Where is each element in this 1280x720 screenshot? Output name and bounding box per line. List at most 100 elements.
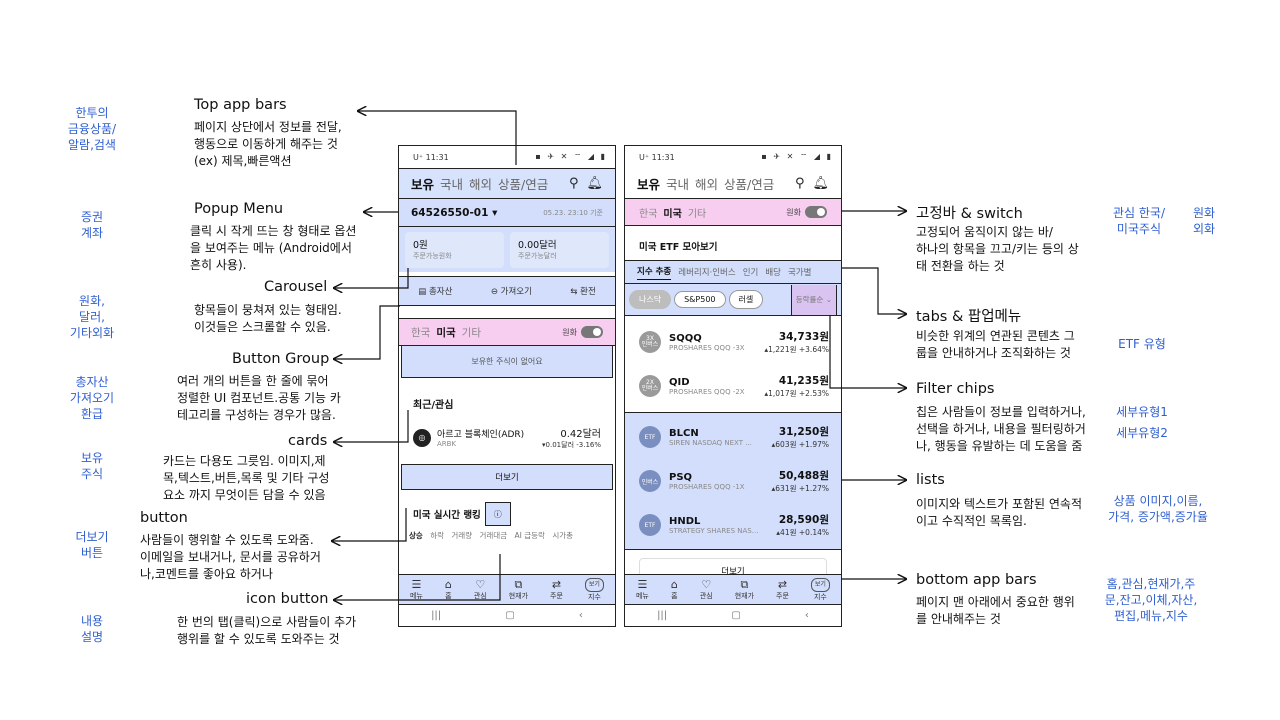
rank-tab[interactable]: 시가총 bbox=[552, 531, 574, 540]
note-currency: 원화, 달러, 기타외화 bbox=[69, 294, 115, 340]
recent-stock-item[interactable]: ◎ 아르고 블록체인(ADR) ARBK 0.42달러 ▾0.01달러 -3.1… bbox=[413, 425, 601, 450]
more-button[interactable]: 더보기 bbox=[401, 464, 613, 490]
chart-icon: ⧉ bbox=[740, 577, 749, 591]
search-icon[interactable]: ⚲ bbox=[568, 176, 579, 191]
bell-icon[interactable]: 🔔︎ bbox=[812, 175, 829, 191]
chip-nasdaq[interactable]: 나스닥 bbox=[629, 290, 672, 309]
holdings-empty-card: 보유한 주식이 없어요 bbox=[401, 346, 613, 378]
currency-fixed-bar: 한국 미국 기타 원화 bbox=[625, 198, 841, 226]
etf-tabs: 지수 추종 레버리지·인버스 인기 배당 국가별 bbox=[625, 260, 841, 284]
etf-tab-index[interactable]: 지수 추종 bbox=[637, 265, 672, 280]
home-system-icon[interactable]: ▢ bbox=[505, 610, 515, 621]
recents-icon[interactable]: ||| bbox=[431, 610, 442, 621]
recents-icon[interactable]: ||| bbox=[657, 610, 668, 621]
ann-tabs-desc: 비슷한 위계의 연관된 콘텐츠 그 룹을 안내하거나 조직화하는 것 bbox=[916, 329, 1075, 360]
balance-carousel[interactable]: 0원 주문가능원화 0.00달러 주문가능달러 bbox=[399, 226, 615, 272]
tab-holdings[interactable]: 보유 bbox=[411, 177, 435, 192]
note-content-desc: 내용 설명 bbox=[80, 614, 104, 644]
etf-tab-dividend[interactable]: 배당 bbox=[765, 268, 781, 278]
currency-switch[interactable] bbox=[581, 326, 603, 338]
nav-current-price[interactable]: ⧉현재가 bbox=[508, 577, 529, 600]
status-bar: U⁺ 11:31 ▪ ✈ ✕ ⌔ ◢ ▮ bbox=[413, 152, 607, 162]
nav-order[interactable]: ⇄주문 bbox=[550, 577, 563, 600]
info-icon[interactable]: ⓘ bbox=[484, 502, 511, 526]
tab-products[interactable]: 상품/연금 bbox=[498, 177, 549, 192]
ann-lists-desc: 이미지와 텍스트가 포함된 연속적 이고 수직적인 목록임. bbox=[916, 497, 1083, 528]
etf-tab-country[interactable]: 국가별 bbox=[787, 268, 812, 278]
tab-usa[interactable]: 미국 bbox=[436, 326, 456, 339]
home-system-icon[interactable]: ▢ bbox=[731, 610, 741, 621]
rank-tab[interactable]: 거래대금 bbox=[479, 531, 508, 540]
nav-home[interactable]: ⌂홈 bbox=[670, 577, 678, 600]
back-icon[interactable]: ‹ bbox=[804, 610, 809, 621]
tab-products[interactable]: 상품/연금 bbox=[724, 176, 775, 192]
ann-fixed-bar-title: 고정바 & switch bbox=[916, 206, 1023, 222]
chip-sp500[interactable]: S&P500 bbox=[674, 291, 726, 308]
rank-tab[interactable]: 하락 bbox=[430, 531, 445, 540]
search-icon[interactable]: ⚲ bbox=[794, 175, 805, 191]
etf-section-title: 미국 ETF 모아보기 bbox=[639, 242, 718, 253]
ann-carousel-title: Carousel bbox=[264, 279, 328, 295]
nav-favorites[interactable]: ♡관심 bbox=[699, 577, 713, 600]
nav-home[interactable]: ⌂홈 bbox=[444, 577, 452, 600]
tab-overseas[interactable]: 해외 bbox=[469, 177, 493, 192]
ann-filter-chips-desc: 칩은 사람들이 정보를 입력하거나, 선택을 하거나, 내용을 필터링하거 나,… bbox=[916, 405, 1086, 453]
ann-fixed-bar-desc: 고정되어 움직이지 않는 바/ 하나의 항목을 끄고/키는 등의 상 태 전환을… bbox=[916, 225, 1079, 273]
etf-tab-popular[interactable]: 인기 bbox=[742, 268, 759, 278]
balance-card-usd: 0.00달러 주문가능달러 bbox=[510, 231, 609, 268]
nav-order[interactable]: ⇄주문 bbox=[776, 577, 789, 600]
tab-domestic[interactable]: 국내 bbox=[666, 176, 690, 192]
currency-switch[interactable] bbox=[805, 206, 827, 218]
nav-current-price[interactable]: ⧉현재가 bbox=[734, 577, 755, 600]
tab-other[interactable]: 기타 bbox=[687, 208, 707, 220]
rank-tab[interactable]: 거래량 bbox=[451, 531, 473, 540]
ann-bottom-bar-title: bottom app bars bbox=[916, 572, 1037, 588]
heart-icon: ♡ bbox=[475, 577, 486, 591]
top-app-bar: 보유 국내 해외 상품/연금 ⚲ 🔔︎ bbox=[399, 168, 615, 198]
swap-icon: ⇄ bbox=[777, 577, 788, 591]
tab-korea[interactable]: 한국 bbox=[411, 326, 431, 339]
ann-button-title: button bbox=[140, 510, 188, 526]
balance-card-krw: 0원 주문가능원화 bbox=[405, 231, 504, 268]
bell-icon[interactable]: 🔔︎ bbox=[586, 176, 603, 191]
note-lists: 상품 이미지,이름, 가격, 증가액,증가율 bbox=[1108, 494, 1208, 524]
swap-icon: ⇄ bbox=[551, 577, 562, 591]
ann-button-desc: 사람들이 행위할 수 있도록 도와줌. 이메일을 보내거나, 문서를 공유하거 … bbox=[140, 533, 321, 581]
ann-lists-title: lists bbox=[916, 472, 945, 488]
tab-holdings[interactable]: 보유 bbox=[637, 176, 661, 192]
account-popup-menu[interactable]: 64526550-01 ▾ 05.23. 23:10 기준 bbox=[399, 198, 615, 226]
button-group: ▤ 총자산 ⊖ 가져오기 ⇆ 환전 bbox=[399, 276, 615, 306]
tab-other[interactable]: 기타 bbox=[461, 326, 481, 339]
exchange-button[interactable]: ⇆ 환전 bbox=[570, 287, 596, 297]
note-top-bar: 한투의 금융상품/ 알람,검색 bbox=[67, 106, 117, 152]
tab-korea[interactable]: 한국 bbox=[639, 208, 658, 220]
etf-tab-leverage[interactable]: 레버리지·인버스 bbox=[678, 268, 736, 278]
tab-overseas[interactable]: 해외 bbox=[695, 176, 719, 192]
nav-favorites[interactable]: ♡관심 bbox=[473, 577, 487, 600]
chip-russell[interactable]: 러셀 bbox=[728, 290, 764, 309]
ann-button-group-desc: 여러 개의 버튼을 한 줄에 묶어 정렬한 UI 컴포넌트.공통 기능 카 테고… bbox=[177, 374, 341, 422]
total-assets-button[interactable]: ▤ 총자산 bbox=[418, 287, 453, 297]
ranking-tabs: 상승 하락 거래량 거래대금 AI 급등락 시가총 bbox=[399, 526, 615, 545]
ann-icon-button-title: icon button bbox=[246, 591, 329, 607]
sort-dropdown[interactable]: 등락률순 ⌄ bbox=[790, 284, 837, 315]
stock-logo: ◎ bbox=[413, 428, 431, 447]
filter-chips-row: 나스닥 S&P500 러셀 등락률순 ⌄ bbox=[625, 284, 841, 316]
etf-logo: ETF bbox=[639, 426, 661, 448]
rank-tab[interactable]: AI 급등락 bbox=[514, 531, 545, 540]
note-holdings: 보유 주식 bbox=[80, 451, 104, 481]
nav-menu[interactable]: ☰메뉴 bbox=[635, 577, 649, 600]
rank-tab[interactable]: 상승 bbox=[409, 531, 423, 540]
tab-usa[interactable]: 미국 bbox=[663, 208, 682, 220]
tab-domestic[interactable]: 국내 bbox=[440, 177, 464, 192]
nav-menu[interactable]: ☰메뉴 bbox=[409, 577, 423, 600]
back-icon[interactable]: ‹ bbox=[578, 610, 583, 621]
import-button[interactable]: ⊖ 가져오기 bbox=[490, 287, 532, 297]
